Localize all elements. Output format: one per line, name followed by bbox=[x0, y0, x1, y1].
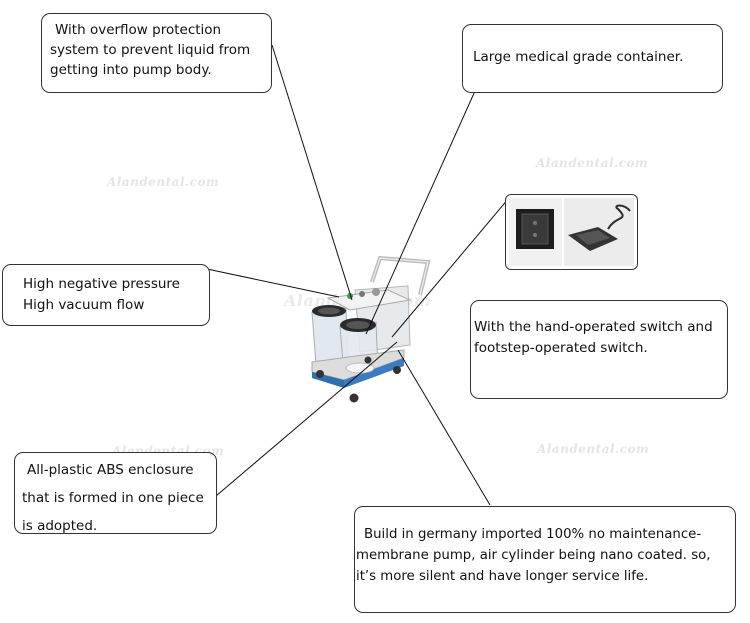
connector-line-pump bbox=[397, 349, 491, 506]
callout-text-line: it’s more silent and have longer service… bbox=[356, 569, 649, 584]
callout-text-line: getting into pump body. bbox=[50, 62, 212, 78]
callout-text-line: With the hand-operated switch and bbox=[474, 319, 713, 335]
connector-line-pressure bbox=[206, 268, 340, 298]
switch-photo-panel bbox=[505, 194, 638, 270]
callout-text-line: High negative pressure bbox=[23, 276, 180, 292]
callout-pressure: High negative pressure High vacuum flow bbox=[2, 264, 210, 326]
callout-container: Large medical grade container. bbox=[462, 24, 723, 93]
callout-switch: With the hand-operated switch and footst… bbox=[470, 300, 728, 399]
callout-enclosure: All-plastic ABS enclosure that is formed… bbox=[14, 452, 217, 534]
switches-image bbox=[509, 198, 634, 266]
connector-line-overflow bbox=[271, 44, 353, 301]
callout-text-line: footstep-operated switch. bbox=[474, 340, 648, 356]
callout-text-line: High vacuum flow bbox=[23, 297, 145, 313]
callout-text-line: All-plastic ABS enclosure bbox=[27, 462, 194, 478]
callout-text-line: Build in germany imported 100% no mainte… bbox=[364, 527, 702, 542]
callout-text-line: system to prevent liquid from bbox=[50, 42, 251, 58]
watermark: Alandental.com bbox=[537, 442, 650, 456]
callout-overflow-protection: With overflow protection system to preve… bbox=[41, 13, 272, 93]
callout-pump: Build in germany imported 100% no mainte… bbox=[354, 506, 736, 613]
connector-line-enclosure bbox=[215, 341, 398, 497]
callout-text-line: With overflow protection bbox=[55, 22, 222, 38]
callout-text-line: Large medical grade container. bbox=[473, 49, 684, 65]
callout-text-line: membrane pump, air cylinder being nano c… bbox=[356, 548, 711, 563]
callout-text-line: that is formed in one piece bbox=[22, 490, 204, 506]
connector-line-container bbox=[365, 90, 476, 335]
watermark: Alandental.com bbox=[536, 156, 649, 170]
connector-line-switch bbox=[391, 197, 510, 338]
watermark: Alandental.com bbox=[107, 175, 220, 189]
callout-text-line: is adopted. bbox=[22, 518, 98, 534]
